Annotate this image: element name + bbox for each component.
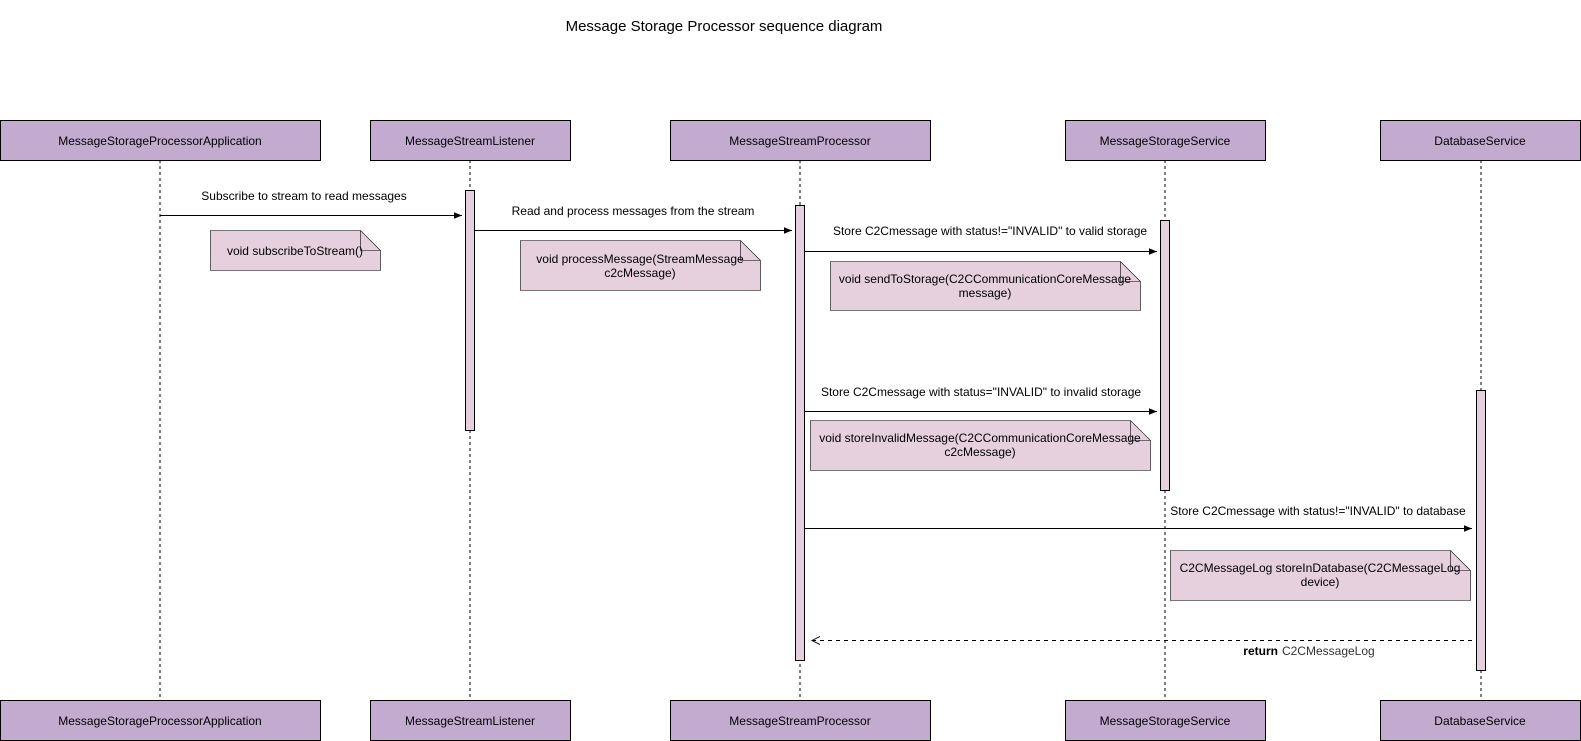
message-label: Store C2Cmessage with status!="INVALID" …	[1170, 504, 1466, 518]
participant-storage[interactable]: MessageStorageService	[1065, 120, 1266, 161]
note-store-in-database: C2CMessageLog storeInDatabase(C2CMessage…	[1170, 550, 1471, 601]
activation-storage	[1160, 220, 1170, 491]
return-keyword: return	[1243, 644, 1278, 658]
participant-label: MessageStorageProcessorApplication	[58, 134, 261, 148]
participant-listener[interactable]: MessageStreamListener	[370, 120, 571, 161]
participant-label: MessageStorageService	[1100, 714, 1231, 728]
participant-app[interactable]: MessageStorageProcessorApplication	[0, 120, 321, 161]
message-label: Store C2Cmessage with status!="INVALID" …	[833, 224, 1147, 238]
message-subscribe: Subscribe to stream to read messages	[160, 189, 462, 219]
participant-listener-bottom[interactable]: MessageStreamListener	[370, 700, 571, 741]
participant-label: MessageStreamProcessor	[729, 134, 870, 148]
participant-db-bottom[interactable]: DatabaseService	[1380, 700, 1581, 741]
note-subscribe: void subscribeToStream()	[210, 230, 381, 271]
message-database: Store C2Cmessage with status!="INVALID" …	[805, 504, 1472, 532]
note-line: void storeInvalidMessage(C2CCommunicatio…	[819, 431, 1141, 445]
note-line: device)	[1301, 575, 1340, 589]
note-line: c2cMessage)	[944, 445, 1015, 459]
participant-processor[interactable]: MessageStreamProcessor	[670, 120, 931, 161]
message-return: return C2CMessageLog	[812, 641, 1472, 658]
participant-label: DatabaseService	[1434, 714, 1526, 728]
messages: Subscribe to stream to read messages Rea…	[160, 189, 1472, 658]
activation-db	[1476, 390, 1486, 671]
note-process-message: void processMessage(StreamMessage c2cMes…	[520, 240, 761, 291]
message-read-process: Read and process messages from the strea…	[475, 204, 792, 234]
note-line: c2cMessage)	[604, 266, 675, 280]
note-send-to-storage: void sendToStorage(C2CCommunicationCoreM…	[830, 261, 1141, 311]
participant-processor-bottom[interactable]: MessageStreamProcessor	[670, 700, 931, 741]
participant-storage-bottom[interactable]: MessageStorageService	[1065, 700, 1266, 741]
note-line: C2CMessageLog storeInDatabase(C2CMessage…	[1180, 561, 1461, 575]
participant-label: MessageStorageProcessorApplication	[58, 714, 261, 728]
participant-label: MessageStreamProcessor	[729, 714, 870, 728]
note-line: message)	[959, 286, 1012, 300]
activation-bars	[465, 190, 1486, 671]
participants-bottom: MessageStorageProcessorApplication Messa…	[0, 700, 1581, 741]
participants-top: MessageStorageProcessorApplication Messa…	[0, 120, 1581, 161]
message-label: return C2CMessageLog	[1243, 644, 1374, 658]
participant-label: DatabaseService	[1434, 134, 1526, 148]
message-label: Store C2Cmessage with status="INVALID" t…	[821, 385, 1141, 399]
participant-app-bottom[interactable]: MessageStorageProcessorApplication	[0, 700, 321, 741]
message-label: Subscribe to stream to read messages	[201, 189, 406, 203]
return-type: C2CMessageLog	[1282, 644, 1375, 658]
message-valid-storage: Store C2Cmessage with status!="INVALID" …	[805, 224, 1157, 255]
participant-label: MessageStorageService	[1100, 134, 1231, 148]
diagram-title: Message Storage Processor sequence diagr…	[566, 18, 883, 35]
participant-db[interactable]: DatabaseService	[1380, 120, 1581, 161]
activation-processor	[795, 205, 805, 661]
note-line: void sendToStorage(C2CCommunicationCoreM…	[839, 272, 1131, 286]
note-store-invalid: void storeInvalidMessage(C2CCommunicatio…	[810, 420, 1151, 471]
note-line: void subscribeToStream()	[227, 244, 363, 258]
notes: void subscribeToStream() void processMes…	[210, 230, 1471, 601]
message-label: Read and process messages from the strea…	[512, 204, 755, 218]
activation-listener	[465, 190, 475, 431]
participant-label: MessageStreamListener	[405, 714, 535, 728]
note-line: void processMessage(StreamMessage	[536, 252, 744, 266]
message-invalid-storage: Store C2Cmessage with status="INVALID" t…	[805, 385, 1157, 415]
participant-label: MessageStreamListener	[405, 134, 535, 148]
